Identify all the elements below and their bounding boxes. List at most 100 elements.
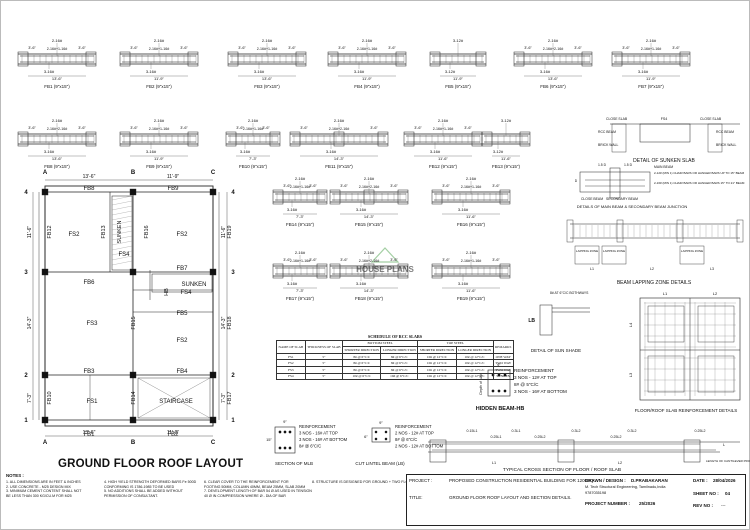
beam-top-bar-label: 2-16#	[466, 176, 477, 181]
hatch-line	[111, 245, 133, 251]
sheet-value: 04	[725, 491, 731, 496]
column	[209, 371, 217, 379]
plan-label-staircase: STAIRCASE	[159, 399, 193, 405]
plan-label-fs3: FS3	[86, 321, 98, 327]
beam-span-label: 7'-3"	[249, 156, 258, 161]
beam-support	[187, 131, 199, 147]
schedule-cell: 8# @ 6"C/C	[342, 365, 382, 374]
column	[41, 416, 49, 424]
grid-number-2: 2	[231, 373, 235, 379]
section-label: 0.25L2	[611, 435, 622, 439]
schedule-header: BOTTOM STEEL	[342, 339, 419, 348]
schedule-header-row: NAME OF SLAB THICKNESS OF SLAB BOTTOM ST…	[276, 339, 514, 354]
plan-label-fb6: FB6	[83, 280, 95, 286]
grid-number-4: 4	[231, 190, 235, 196]
schedule-subheader-row: SHORTER DIRECTION LONGER DIRECTION SHORT…	[277, 346, 514, 354]
junction-label: 1.5 D	[598, 163, 607, 167]
qualification: M. Tech Structural Engineering, Tamilnad…	[585, 485, 666, 489]
mlb-note: 8# @ 6"C/C	[299, 444, 321, 449]
beam-extra-length: 3'-6"	[309, 184, 317, 188]
beam-name: FB1 (9"x15")	[44, 84, 70, 89]
lintel-note: REINFORCEMENT	[395, 424, 432, 429]
section-label: 0.3L2	[572, 429, 581, 433]
schedule-cell: FS2	[276, 359, 306, 367]
beam-extra-length: 3'-6"	[340, 184, 348, 188]
beam-span-label: 11'-9"	[646, 76, 656, 81]
section-support	[557, 439, 575, 463]
beam-bottom-bar-label: 3-16#	[254, 69, 265, 74]
hidden-beam-note: 3 NOS - 12# AT TOP	[514, 375, 557, 380]
beam-extra-length: 3'-6"	[130, 126, 138, 130]
beam-mid-bar-label: 2-16#+2-16#	[359, 185, 379, 189]
hidden-beam-note: 3 NOS - 16# AT BOTTOM	[514, 389, 567, 394]
beam-bottom-bar-label: 3-16#	[240, 149, 251, 154]
grid-number-3: 3	[231, 270, 235, 276]
lintel-size: 9"	[379, 420, 383, 425]
note-line: FOOTING 50MM, COLUMN 40MM, BEAM 25MM, SL…	[204, 484, 306, 489]
beam-support	[499, 189, 511, 205]
slab-span-label: L1	[663, 291, 668, 296]
beam-span-label: 13'-6"	[52, 156, 63, 161]
beam-name: FB18 (9"x15")	[355, 296, 383, 301]
junction-label: SECONDARY BEAM	[606, 197, 638, 201]
beam-bottom-bar-label: 3-16#	[287, 281, 298, 286]
left-dim: 7'-3"	[27, 393, 33, 403]
beam-mid-bar-label: 2-16#+1-16#	[290, 185, 310, 189]
beam-top-bar-label: 2-16#	[52, 38, 63, 43]
beam-support	[85, 131, 97, 147]
stair-diagonal	[137, 377, 211, 419]
hatch-line	[111, 230, 133, 236]
sheet-label: SHEET NO :	[693, 491, 719, 496]
title-value: GROUND FLOOR ROOF LAYOUT AND SECTION DET…	[449, 495, 572, 500]
junction-label: 2-16# (MIN 1) CHAIR BARS OR HANGER BARS …	[654, 181, 745, 185]
plan-label-fb19: FB19	[227, 225, 233, 238]
slab-span-label: L4	[628, 322, 633, 327]
schedule-header: REMARKS	[492, 339, 514, 354]
beam-support	[519, 131, 531, 147]
beam-top-bar-label: 2-16#	[362, 38, 373, 43]
beam-bottom-bar-label: 3-16#	[354, 69, 365, 74]
beam-extra-length: 3'-6"	[262, 126, 270, 130]
beam-top-bar-label: 2-16#	[334, 118, 345, 123]
beam-bottom-bar-label: 3-12#	[445, 69, 456, 74]
section-label: LENGTH OF CANTILEVER PROJECTION	[706, 459, 750, 463]
plan-label-fb12: FB12	[47, 225, 53, 238]
rebar-dot	[288, 446, 292, 450]
note-line: CONFORMING IS 1786-1985 TO BE USED	[104, 484, 175, 489]
top-dim: 13'-6"	[83, 174, 96, 180]
schedule-cell: FS3	[276, 365, 306, 374]
beam-span-label: 11'-9"	[154, 156, 164, 161]
beam	[707, 123, 723, 153]
beam-name: FB5 (9"x15")	[445, 84, 471, 89]
section-label: 0.25L2	[535, 435, 546, 439]
rebar-dot	[491, 389, 495, 393]
schedule-cell: 10# @ 6"C/C	[380, 372, 419, 381]
rebar-dot	[497, 389, 501, 393]
junction-label: CLOSE BEAM	[581, 197, 603, 201]
grid-letter-c: C	[211, 440, 216, 446]
schedule-subheader: LONGER DIRECTION	[455, 346, 494, 354]
lintel-note: 8# @ 6"C/C	[395, 437, 417, 442]
plan-label-sunken2: SUNKEN	[181, 282, 206, 288]
beam-bottom-bar-label: 3-16#	[326, 149, 337, 154]
beam-bottom-bar-label: 3-16#	[458, 207, 469, 212]
schedule-cell: SUNKEN	[492, 372, 514, 381]
beam-name: FB9 (9"x15")	[146, 164, 172, 169]
lintel-section	[371, 427, 391, 443]
beam-top-bar-label: 2-16#	[438, 118, 449, 123]
beam-name: FB4 (9"x15")	[354, 84, 380, 89]
beam-span-label: 13'-6"	[52, 76, 63, 81]
section-label: 0.3L2	[628, 429, 637, 433]
lintel-beam	[539, 304, 553, 336]
beam-extra-length: 3'-6"	[236, 126, 244, 130]
junction-label: 1.5 D	[624, 163, 633, 167]
schedule-cell: FS4	[276, 372, 306, 381]
lintel-note: 2 NOS - 12# AT BOTTOM	[395, 444, 444, 449]
hatch-line	[111, 240, 133, 246]
staircase-area	[137, 377, 211, 419]
beam-top-bar-label: 2-16#	[646, 38, 657, 43]
slab-sub-panel	[647, 355, 685, 393]
beam-extra-length: 3'-6"	[574, 46, 582, 50]
beam-span-label: 11'-9"	[362, 76, 372, 81]
